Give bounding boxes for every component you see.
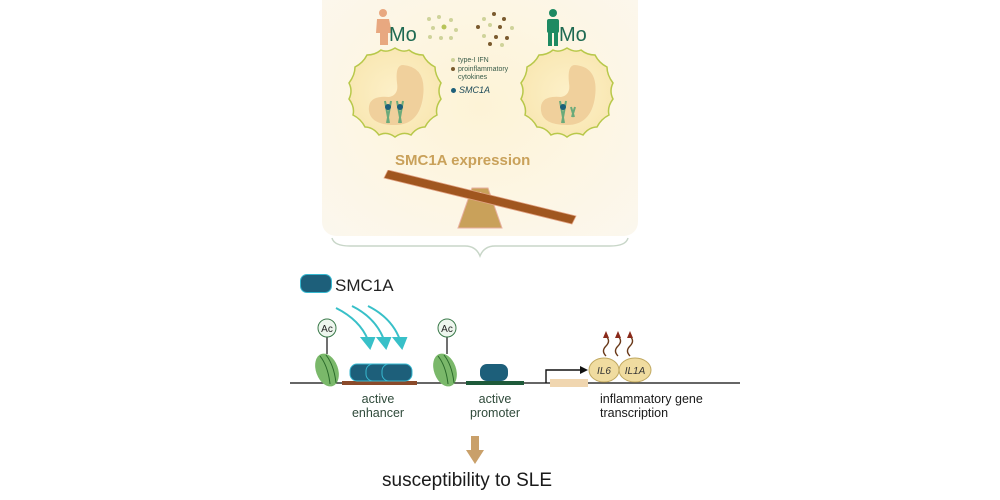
female-monocyte-label: Mo bbox=[389, 24, 417, 46]
gene-body bbox=[550, 379, 588, 387]
ifn-dot-icon bbox=[451, 58, 455, 63]
smc1a-dot-icon bbox=[451, 88, 456, 94]
acetyl-label-1: Ac bbox=[321, 324, 333, 335]
chromosome-icon bbox=[559, 100, 576, 124]
seesaw-icon bbox=[383, 170, 577, 229]
female-monocyte-cell bbox=[348, 47, 442, 138]
male-monocyte-cell bbox=[520, 47, 614, 138]
balance-title: SMC1A expression bbox=[395, 152, 531, 169]
cytokine-dot-icon bbox=[451, 67, 455, 72]
enhancer-region bbox=[342, 381, 417, 385]
transcription-line2: transcription bbox=[600, 406, 669, 420]
transcription-line1: inflammatory gene bbox=[600, 392, 703, 406]
promoter-line2: promoter bbox=[469, 406, 521, 420]
down-arrow-icon bbox=[466, 436, 484, 464]
gene-il6: IL6 bbox=[597, 366, 611, 377]
legend-proinflammatory: proinflammatory bbox=[451, 66, 508, 74]
legend-label: cytokines bbox=[458, 74, 488, 81]
legend-label: SMC1A bbox=[459, 85, 491, 95]
smc1a-key-label: SMC1A bbox=[335, 276, 394, 295]
gene-il1a: IL1A bbox=[625, 366, 646, 377]
legend-label: type-I IFN bbox=[458, 57, 489, 64]
enhancer-line1: active bbox=[361, 392, 395, 406]
promoter-line1: active bbox=[478, 392, 512, 406]
male-monocyte-label: Mo bbox=[559, 24, 587, 46]
legend-smc1a: SMC1A bbox=[451, 85, 491, 95]
nucleosome-icon bbox=[433, 353, 457, 387]
chromatin-diagram: Ac Ac IL6 IL1A bbox=[290, 305, 740, 387]
recruitment-arrows-icon bbox=[335, 305, 408, 350]
nucleosome-icon bbox=[315, 353, 339, 387]
enhancer-line2: enhancer bbox=[351, 406, 405, 420]
chromosome-icon bbox=[384, 100, 404, 124]
female-icon bbox=[376, 9, 392, 45]
legend-cytokines: cytokines bbox=[458, 74, 487, 82]
il1a-gene-icon bbox=[618, 357, 652, 383]
cytokine-dots-icon bbox=[476, 12, 514, 47]
acetyl-label-2: Ac bbox=[441, 324, 453, 335]
mrna-icon bbox=[602, 335, 634, 357]
ifn-dots-icon bbox=[427, 15, 458, 40]
male-icon bbox=[547, 9, 559, 46]
promoter-region bbox=[466, 381, 524, 385]
smc1a-promoter-complex bbox=[480, 364, 508, 381]
smc1a-key-icon bbox=[300, 274, 332, 293]
tss-arrow-icon bbox=[545, 369, 580, 383]
smc1a-enhancer-complex bbox=[349, 363, 413, 382]
outcome-label: susceptibility to SLE bbox=[382, 470, 553, 491]
brace-icon bbox=[331, 237, 629, 259]
legend-type-i-ifn: type-I IFN bbox=[451, 57, 489, 65]
legend-label: proinflammatory bbox=[458, 66, 509, 73]
